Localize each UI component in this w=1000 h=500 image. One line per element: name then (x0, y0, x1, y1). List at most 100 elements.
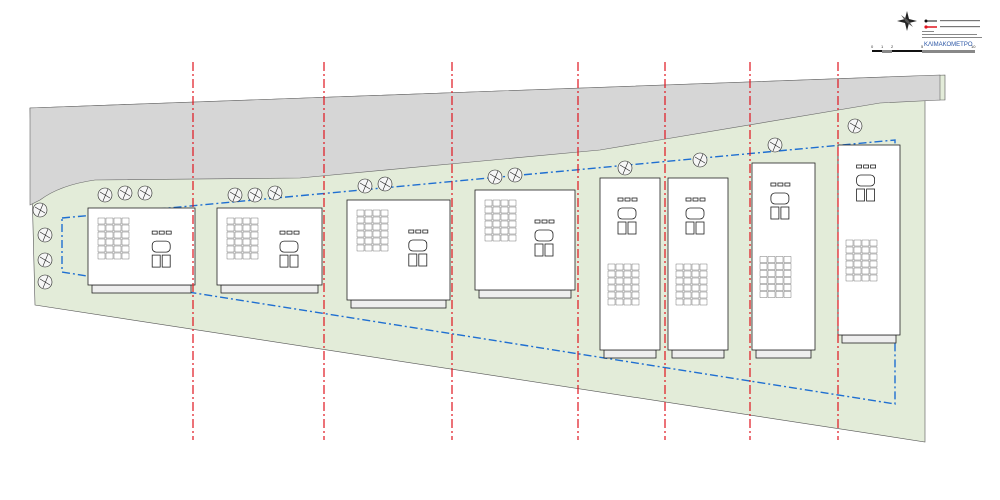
building-terrace (220, 284, 319, 294)
parking-space (364, 209, 373, 217)
building-terrace (478, 289, 572, 299)
parking-space (691, 298, 700, 306)
parking-space (250, 231, 259, 239)
building-terrace (603, 349, 657, 359)
parking-space (853, 253, 862, 261)
parking-space (242, 245, 251, 253)
bed-icon (418, 253, 428, 267)
parking-space (380, 216, 389, 224)
building-terrace (91, 284, 192, 294)
parking-space (675, 263, 684, 271)
legend (922, 19, 982, 38)
parking-space (631, 270, 640, 278)
table-icon (415, 229, 422, 234)
parking-space (105, 224, 114, 232)
parking-space (869, 267, 878, 275)
table-icon (165, 230, 172, 235)
parking-space (492, 220, 501, 228)
parking-space (783, 284, 792, 291)
building (667, 177, 729, 359)
parking-space (845, 246, 854, 254)
parking-space (250, 238, 259, 246)
vehicle-icon (408, 239, 428, 252)
tree-branch (42, 228, 49, 242)
tree-icon (97, 187, 113, 203)
road (29, 74, 941, 206)
parking-space (783, 256, 792, 263)
parking-space (500, 220, 509, 228)
parking-space (869, 274, 878, 282)
parking-space (484, 206, 493, 214)
bed-icon (695, 221, 705, 235)
parking-space (380, 223, 389, 231)
vehicle-icon (770, 192, 790, 205)
parking-space (380, 209, 389, 217)
parking-space (121, 231, 130, 239)
parking-space (250, 224, 259, 232)
vehicle-icon (856, 174, 875, 187)
parking-space (631, 298, 640, 306)
tree-icon (267, 185, 283, 201)
scale-bar: ΚΛΙΜΑΚΟΜΕΤΡΟ 0 1 2 5 10 (871, 42, 976, 53)
parking-space (631, 291, 640, 299)
parking-space (105, 217, 114, 225)
tree-branch (509, 171, 521, 179)
parking-space (861, 253, 870, 261)
building-outline (87, 207, 196, 286)
tree-branch (694, 156, 706, 164)
parking-space (234, 245, 243, 253)
parking-space (699, 291, 708, 299)
tree-icon (137, 185, 153, 201)
parking-space (759, 263, 768, 270)
table-icon (279, 230, 286, 235)
tree-branch (39, 256, 51, 264)
parking-space (113, 224, 122, 232)
parking-space (759, 256, 768, 263)
parking-space (226, 245, 235, 253)
parking-space (623, 284, 632, 292)
building-terrace (755, 349, 812, 359)
building (837, 144, 901, 344)
table-icon (631, 197, 638, 202)
parking-space (607, 284, 616, 292)
parking-space (372, 237, 381, 245)
parking-space (853, 274, 862, 282)
parking-space (356, 244, 365, 252)
tree-branch (122, 186, 129, 200)
boundary-line (61, 139, 896, 405)
tree-icon (32, 202, 48, 218)
parking-space (775, 284, 784, 291)
parking-space (500, 206, 509, 214)
parking-space (869, 253, 878, 261)
parking-space (607, 298, 616, 306)
tree-branch (39, 278, 51, 286)
vehicle-icon (534, 229, 554, 242)
tree-icon (227, 187, 243, 203)
parking-space (234, 224, 243, 232)
parking-space (121, 238, 130, 246)
scale-tick: 10 (971, 44, 976, 49)
table-icon (151, 230, 158, 235)
parking-space (607, 277, 616, 285)
parking-space (759, 277, 768, 284)
building-terrace (671, 349, 725, 359)
bed-icon (534, 243, 544, 257)
table-icon (777, 182, 784, 187)
tree-branch (139, 189, 151, 197)
parking-space (356, 216, 365, 224)
parking-space (372, 230, 381, 238)
parking-space (783, 263, 792, 270)
parking-space (105, 231, 114, 239)
tree-branch (769, 141, 781, 149)
parking-space (767, 263, 776, 270)
parking-space (861, 267, 870, 275)
parking-space (861, 260, 870, 268)
bed-icon (289, 254, 299, 268)
tree-branch (382, 177, 389, 191)
parking-space (356, 230, 365, 238)
tree-branch (772, 138, 779, 152)
parking-space (767, 270, 776, 277)
parking-space (853, 267, 862, 275)
parking-space (364, 216, 373, 224)
building (474, 189, 576, 299)
